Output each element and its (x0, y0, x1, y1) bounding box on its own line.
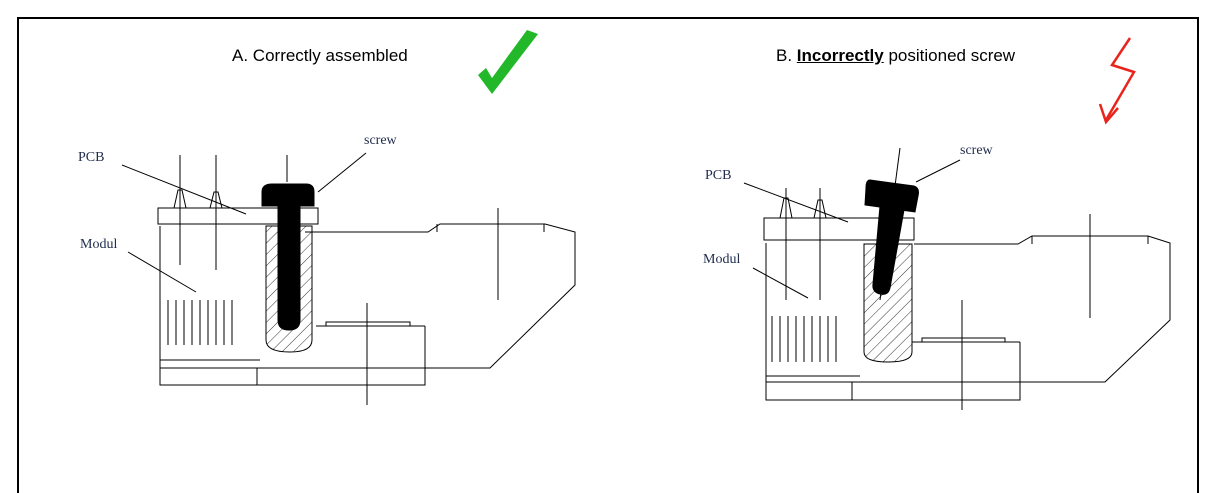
diagram-frame (17, 17, 1199, 493)
panel-a-caption-text: Correctly assembled (252, 46, 408, 65)
panel-a-pcb-label: PCB (78, 150, 105, 165)
panel-a-screw-leader (317, 152, 367, 193)
panel-a-drawing (121, 152, 576, 405)
panel-b-caption: B. Incorrectly positioned screw (776, 46, 1015, 66)
panel-a-modul-leader (127, 251, 197, 293)
panel-b-screw (864, 179, 919, 295)
panel-a-pcb-leader (121, 164, 247, 215)
panel-b-pcb-label: PCB (705, 168, 732, 183)
check-mark-icon (478, 30, 538, 94)
panel-a-caption: A. Correctly assembled (232, 46, 408, 66)
panel-b-pcb (763, 217, 915, 241)
panel-b-module-body (765, 235, 1171, 401)
panel-a-pcb (157, 207, 319, 225)
panel-a-prefix: A. (232, 46, 249, 65)
panel-b-prefix: B. (776, 46, 793, 65)
panel-b-caption-emphasis: Incorrectly (796, 46, 884, 65)
panel-a-module-body (159, 223, 576, 386)
panel-b-ribs (771, 316, 837, 362)
panel-a-screw (261, 183, 315, 331)
lightning-warning-icon (1098, 37, 1136, 125)
panel-b-screw-label: screw (960, 143, 993, 158)
panel-a-ribs (167, 300, 233, 345)
panel-b-modul-leader (752, 267, 809, 299)
panel-b-modul-label: Modul (703, 252, 741, 267)
panel-a-modul-label: Modul (80, 237, 118, 252)
panel-b-pcb-leader (743, 182, 849, 223)
panel-b-screw-leader (915, 159, 961, 183)
panel-b-drawing (743, 147, 1171, 410)
panel-a-screw-label: screw (364, 133, 397, 148)
panel-b-caption-rest: positioned screw (888, 46, 1016, 65)
